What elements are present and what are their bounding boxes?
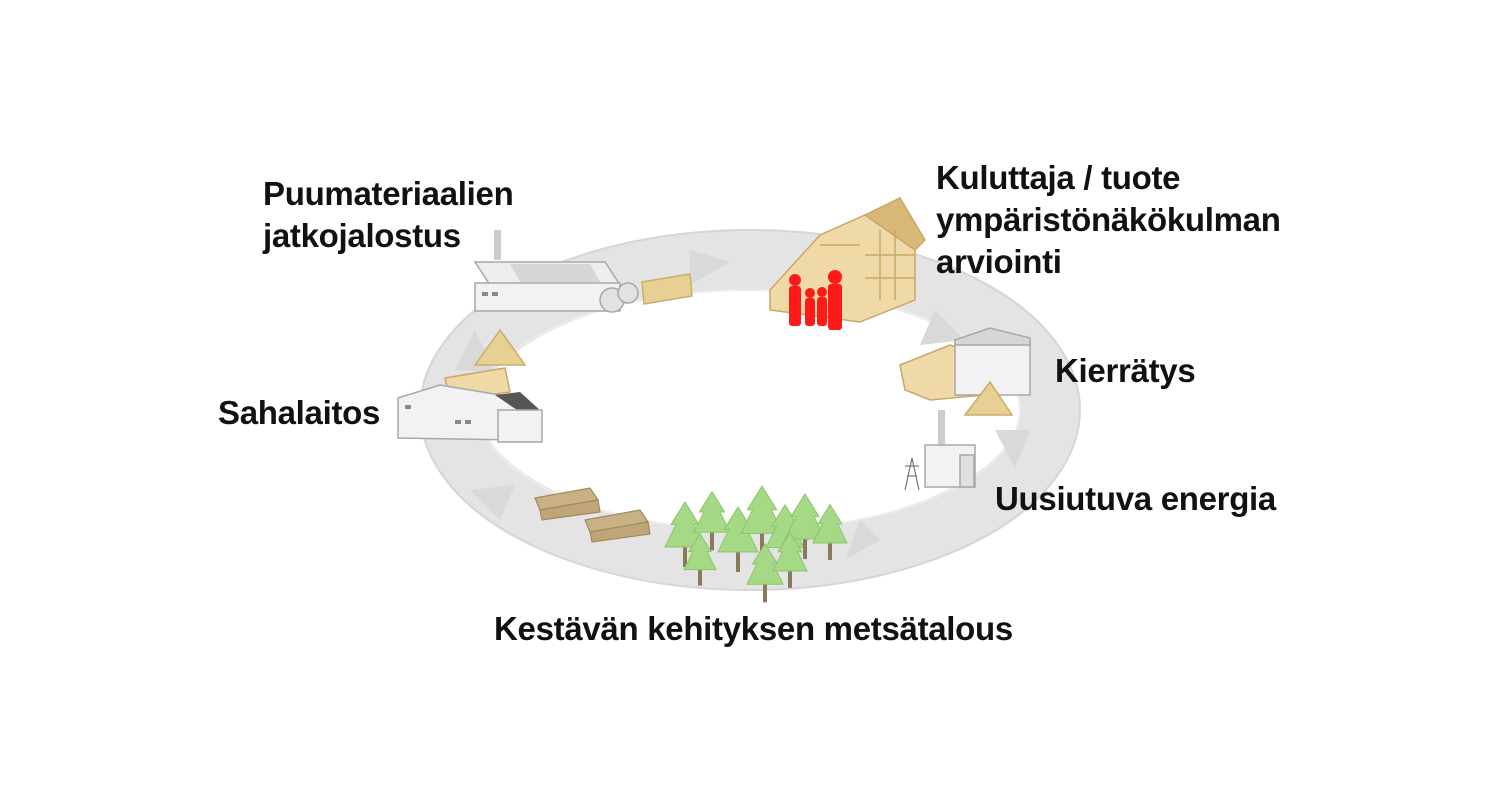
tree-group [664, 485, 848, 603]
sawmill-icon [397, 328, 543, 443]
cycle-arrow-icon [920, 310, 965, 345]
log-pile-icon [534, 487, 651, 543]
stage-label-line: Kierrätys [1055, 352, 1196, 389]
cycle-arrow-icon [690, 250, 730, 285]
stage-label-recycling: Kierrätys [1055, 350, 1196, 392]
tree-icon [812, 503, 848, 560]
tree-icon [772, 531, 808, 588]
tree-icon [693, 490, 731, 551]
tree-icon [740, 485, 784, 555]
stage-label-forestry: Kestävän kehityksen metsätalous [494, 608, 1013, 650]
stage-label-energy: Uusiutuva energia [995, 478, 1276, 520]
stage-label-sawmill: Sahalaitos [218, 392, 380, 434]
stage-label-line: Sahalaitos [218, 394, 381, 431]
cycle-arrow-icon [845, 520, 880, 560]
cycle-arrow-icon [470, 485, 515, 520]
power-pylon-icon [904, 457, 920, 491]
family-icon [789, 270, 842, 330]
cycle-arrow-icon [995, 430, 1030, 468]
forest-icon [534, 485, 848, 603]
stage-label-line: Kestävän kehityksen metsätalous [494, 610, 1013, 647]
factory-icon [473, 230, 693, 313]
tree-icon [784, 493, 826, 559]
stage-label-line: Puumateriaalien [263, 175, 514, 212]
stage-label-line: arviointi [936, 243, 1062, 280]
power-plant-icon [904, 410, 976, 491]
tree-icon [683, 532, 717, 586]
recycling-plant-icon [899, 327, 1031, 416]
stage-label-line: Kuluttaja / tuote [936, 159, 1181, 196]
stage-label-line: jatkojalostus [263, 217, 461, 254]
stage-label-processing: Puumateriaalien jatkojalostus [263, 173, 514, 257]
stage-label-line: Uusiutuva energia [995, 480, 1276, 517]
stage-label-line: ympäristönäkökulman [936, 201, 1281, 238]
stage-label-consumer: Kuluttaja / tuote ympäristönäkökulman ar… [936, 157, 1281, 283]
